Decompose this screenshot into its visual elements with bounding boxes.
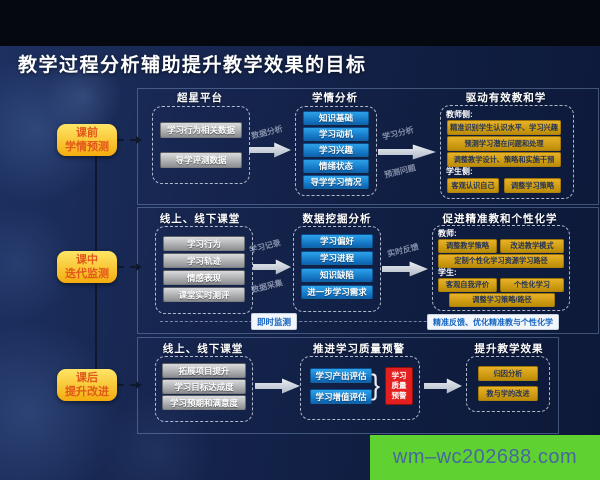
outcome-box: 定制个性化学习资源学习路径 bbox=[438, 254, 564, 268]
outcome-box: 调整学习策略 bbox=[504, 178, 561, 193]
badge-dashed-arrow bbox=[118, 136, 142, 144]
analysis-box: 学习动机 bbox=[303, 127, 369, 141]
data-box: 学习轨迹 bbox=[163, 253, 245, 268]
data-box: 课堂实时测评 bbox=[163, 287, 245, 302]
stage-badge-after-class: 课后 提升改进 bbox=[57, 369, 117, 401]
section-box-learner-analysis bbox=[295, 106, 377, 196]
outcome-box: 精准识别学生认识水平、学习兴趣 bbox=[447, 120, 561, 135]
outcome-box: 调整学习策略/路径 bbox=[449, 293, 555, 307]
data-box: 学习目标达成度 bbox=[162, 379, 246, 394]
stage-badge-in-class: 课中 迭代监测 bbox=[57, 251, 117, 283]
arrowhead-icon bbox=[136, 381, 142, 389]
section-box-data-mining bbox=[293, 226, 381, 312]
badge-line-2: 学情预测 bbox=[65, 141, 109, 153]
arrowhead-icon bbox=[136, 136, 142, 144]
outcome-box: 教与学的改进 bbox=[478, 386, 538, 401]
row-1-frame bbox=[137, 88, 599, 205]
section-header-platform: 超星平台 bbox=[177, 92, 223, 104]
group-label-student: 学生侧: bbox=[446, 167, 473, 176]
analysis-box: 情绪状态 bbox=[303, 159, 369, 173]
stage-badge-pre-class: 课前 学情预测 bbox=[57, 124, 117, 156]
group-label-student: 学生: bbox=[438, 268, 457, 277]
section-box-quality-warning bbox=[300, 356, 420, 420]
page-title: 教学过程分析辅助提升教学效果的目标 bbox=[18, 55, 367, 76]
analysis-box: 知识基础 bbox=[303, 111, 369, 125]
outcome-box: 客观认识自己 bbox=[447, 178, 499, 193]
watermark-text: wm–wc202688.com bbox=[392, 446, 578, 468]
data-box: 情感表现 bbox=[163, 270, 245, 285]
data-box: 学习预期和满意度 bbox=[162, 395, 246, 410]
section-header-precise-teaching: 促进精准教和个性化学 bbox=[442, 213, 558, 225]
data-box: 导学评测数据 bbox=[160, 152, 242, 168]
outcome-box: 客观自我评价 bbox=[438, 278, 497, 292]
section-header-learner-analysis: 学情分析 bbox=[312, 92, 358, 104]
badge-line-1: 课后 bbox=[76, 371, 98, 384]
section-box-platform bbox=[152, 106, 250, 184]
section-header-drive-teaching: 驱动有效教和学 bbox=[465, 92, 547, 104]
quality-warning-box: 学习质量预警 bbox=[385, 367, 413, 405]
section-header-classroom-after: 线上、线下课堂 bbox=[162, 343, 244, 355]
analysis-box: 学习偏好 bbox=[301, 234, 373, 248]
data-box: 学习行为相关数据 bbox=[160, 122, 242, 138]
badge-line-2: 提升改进 bbox=[65, 386, 109, 398]
watermark-banner: wm–wc202688.com bbox=[370, 435, 600, 480]
section-box-drive-teaching bbox=[440, 105, 574, 199]
analysis-box: 进一步学习需求 bbox=[301, 285, 373, 299]
section-header-improve-effect: 提升教学效果 bbox=[474, 343, 544, 355]
analysis-box: 学习产出评估 bbox=[310, 368, 372, 383]
badge-dashed-arrow bbox=[118, 263, 142, 271]
section-header-data-mining: 数据挖掘分析 bbox=[302, 213, 372, 225]
arrowhead-icon bbox=[136, 263, 142, 271]
badge-line-1: 课中 bbox=[76, 253, 98, 266]
timeline-dashed-line bbox=[160, 321, 556, 322]
section-header-classroom: 线上、线下课堂 bbox=[159, 213, 241, 225]
section-box-classroom-after bbox=[155, 356, 253, 422]
outcome-box: 调整教学设计、策略和实施干预 bbox=[447, 152, 561, 167]
section-box-classroom bbox=[155, 226, 253, 314]
tag-precise-feedback: 精准反馈、优化精准教与个性化学 bbox=[427, 314, 559, 330]
outcome-box: 归因分析 bbox=[478, 366, 538, 381]
outcome-box: 改进教学模式 bbox=[500, 239, 564, 253]
section-box-improve-effect bbox=[466, 356, 550, 412]
data-box: 拓展项目提升 bbox=[162, 363, 246, 378]
tag-realtime-monitoring: 即时监测 bbox=[251, 313, 298, 330]
section-header-quality-warning: 推进学习质量预警 bbox=[313, 343, 405, 355]
analysis-box: 学习兴趣 bbox=[303, 143, 369, 157]
analysis-box: 导学学习情况 bbox=[303, 175, 369, 189]
group-label-teacher: 教师侧: bbox=[446, 110, 473, 119]
badge-line-1: 课前 bbox=[76, 126, 98, 139]
badge-line-2: 迭代监测 bbox=[65, 268, 109, 280]
group-label-teacher: 教师: bbox=[438, 229, 457, 238]
top-black-bar bbox=[0, 0, 600, 46]
analysis-box: 学习进程 bbox=[301, 251, 373, 265]
section-box-precise-teaching bbox=[432, 225, 570, 311]
data-box: 学习行为 bbox=[163, 236, 245, 251]
badge-dashed-arrow bbox=[118, 381, 142, 389]
outcome-box: 个性化学习 bbox=[500, 278, 564, 292]
outcome-box: 预测学习潜在问题和处理 bbox=[447, 136, 561, 151]
analysis-box: 知识缺陷 bbox=[301, 268, 373, 282]
outcome-box: 调整教学策略 bbox=[438, 239, 497, 253]
brace-icon: } bbox=[371, 369, 381, 401]
analysis-box: 学习增值评估 bbox=[310, 389, 372, 404]
